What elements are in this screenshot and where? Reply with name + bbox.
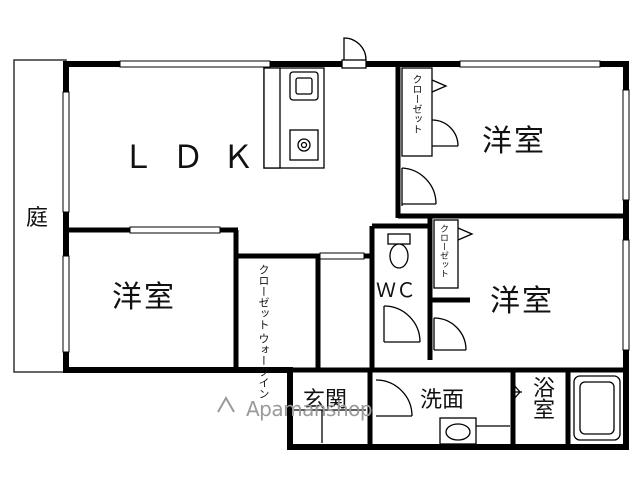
- watermark-logo: [217, 395, 235, 413]
- label-western-room-left: 洋室: [112, 280, 176, 315]
- label-western-room-top-right: 洋室: [482, 124, 546, 159]
- watermark-text: Apamanshop: [246, 397, 373, 421]
- label-western-room-bottom-right: 洋室: [490, 284, 554, 319]
- label-closet-right: クローゼット: [438, 224, 448, 278]
- label-bath: 浴室: [529, 376, 554, 420]
- toilet: [387, 233, 411, 269]
- watermark-mark-icon: [228, 403, 242, 417]
- label-walk-in-line2: クローゼット: [257, 264, 270, 330]
- front-door-top: [341, 37, 367, 69]
- washroom-fixtures: [375, 379, 510, 445]
- label-ldk: ＬＤＫ: [122, 138, 273, 176]
- closet-top-frame: [401, 67, 459, 157]
- label-garden: 庭: [26, 206, 49, 231]
- bath-fixtures: [512, 375, 621, 441]
- label-walk-in-closet: ウォークイン クローゼット: [257, 264, 270, 399]
- label-washroom: 洗面: [420, 388, 465, 413]
- windows: [62, 60, 630, 353]
- garden-area: [13, 59, 67, 373]
- closet-right-frame: [433, 219, 474, 289]
- watermark: Apamanshop: [228, 397, 373, 421]
- label-wc: ＷＣ: [376, 278, 416, 302]
- door-room-bottom-right: [433, 317, 467, 351]
- label-closet-top: クローゼット: [410, 74, 421, 134]
- label-entrance: 玄関: [303, 388, 348, 413]
- kitchen-counter: [263, 67, 325, 169]
- door-wc: [383, 305, 421, 343]
- door-ldk-room: [401, 167, 437, 206]
- entrance-step: [294, 409, 366, 443]
- label-walk-in-line1: ウォークイン: [257, 333, 270, 399]
